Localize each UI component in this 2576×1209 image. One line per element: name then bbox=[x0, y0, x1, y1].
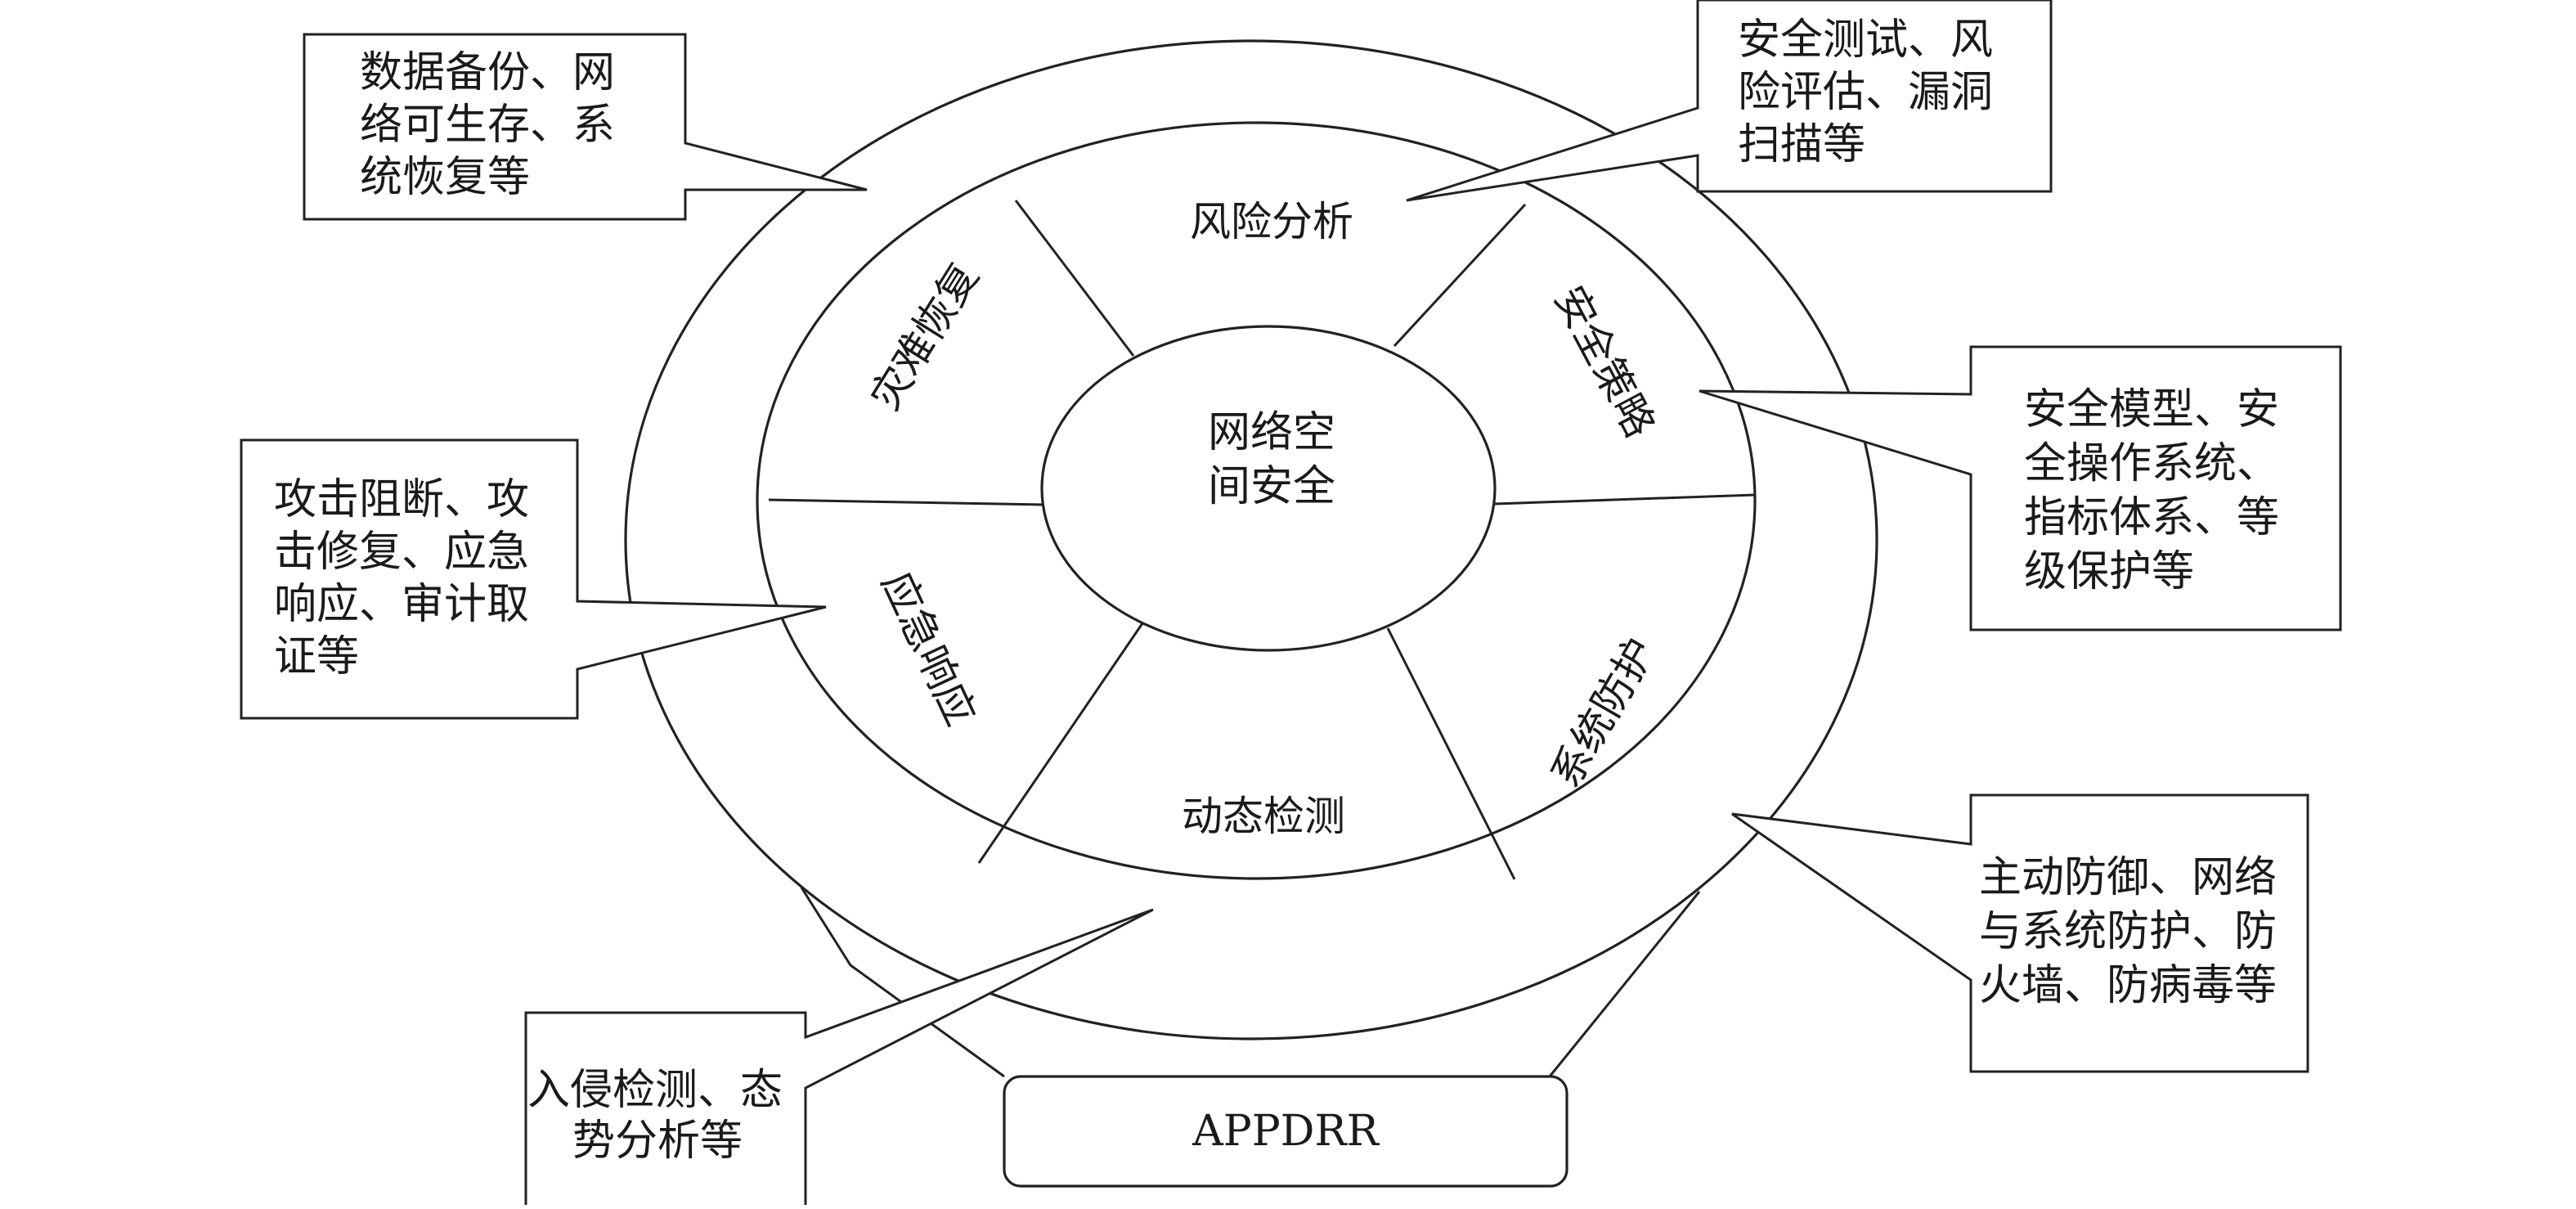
callout-risk-analysis-box bbox=[1406, 0, 2053, 202]
appdrr-box bbox=[1003, 1075, 1568, 1188]
sector-label-security-policy: 安全策略 bbox=[1545, 278, 1663, 445]
callout-security-policy-line-2: 全操作系统、 bbox=[2024, 439, 2279, 488]
sector-label-disaster-recovery: 灾难恢复 bbox=[861, 254, 988, 418]
appdrr-connector-left bbox=[800, 887, 1005, 1078]
callout-emergency-response-line-2: 击修复、应急 bbox=[274, 528, 529, 577]
callout-disaster-recovery-line-3: 统恢复等 bbox=[360, 153, 530, 202]
callout-disaster-recovery-box bbox=[303, 33, 868, 221]
callout-system-protection-line-1: 主动防御、网络 bbox=[1979, 853, 2277, 902]
sector-label-emergency-response: 应急响应 bbox=[873, 564, 985, 733]
callout-dynamic-detection-line-2: 势分析等 bbox=[572, 1117, 743, 1166]
callout-system-protection-line-3: 火墙、防病毒等 bbox=[1979, 961, 2277, 1010]
callout-emergency-response-line-4: 证等 bbox=[274, 632, 359, 681]
sector-label-dynamic-detection: 动态检测 bbox=[1182, 793, 1345, 840]
divider-detection-response bbox=[977, 622, 1144, 864]
divider-recovery-risk bbox=[1014, 200, 1135, 357]
callout-security-policy-box bbox=[1699, 345, 2342, 631]
center-label-line-1: 网络空 bbox=[1208, 408, 1335, 457]
callout-system-protection-line-2: 与系统防护、防 bbox=[1979, 907, 2277, 956]
callout-security-policy-line-1: 安全模型、安 bbox=[2024, 385, 2279, 434]
callout-risk-analysis-line-3: 扫描等 bbox=[1738, 120, 1865, 169]
callout-risk-analysis-line-1: 安全测试、风 bbox=[1738, 16, 1993, 65]
callout-security-policy-line-3: 指标体系、等 bbox=[2024, 493, 2279, 542]
callout-dynamic-detection-line-1: 入侵检测、态 bbox=[527, 1066, 783, 1115]
appdrr-connector-right bbox=[1548, 891, 1701, 1077]
callout-disaster-recovery-line-1: 数据备份、网 bbox=[360, 48, 615, 97]
sector-ring bbox=[756, 121, 1757, 880]
callout-security-policy-line-4: 级保护等 bbox=[2024, 547, 2194, 596]
callout-risk-analysis-line-2: 险评估、漏洞 bbox=[1738, 68, 1993, 117]
callout-emergency-response-box bbox=[240, 438, 827, 720]
appdrr-label: APPDRR bbox=[1192, 1107, 1380, 1156]
callout-emergency-response-line-3: 响应、审计取 bbox=[274, 580, 529, 629]
sector-label-risk-analysis: 风险分析 bbox=[1190, 198, 1353, 245]
divider-policy-protection bbox=[1494, 493, 1756, 506]
center-ellipse bbox=[1040, 325, 1497, 652]
divider-risk-policy bbox=[1393, 203, 1527, 348]
callout-emergency-response-line-1: 攻击阻断、攻 bbox=[274, 475, 529, 524]
divider-protection-detection bbox=[1386, 627, 1516, 880]
outer-ring bbox=[624, 39, 1878, 1040]
callout-disaster-recovery-line-2: 络可生存、系 bbox=[360, 101, 615, 150]
center-label-line-2: 间安全 bbox=[1208, 462, 1335, 511]
divider-response-recovery bbox=[768, 498, 1043, 506]
callout-system-protection-box bbox=[1731, 793, 2309, 1073]
